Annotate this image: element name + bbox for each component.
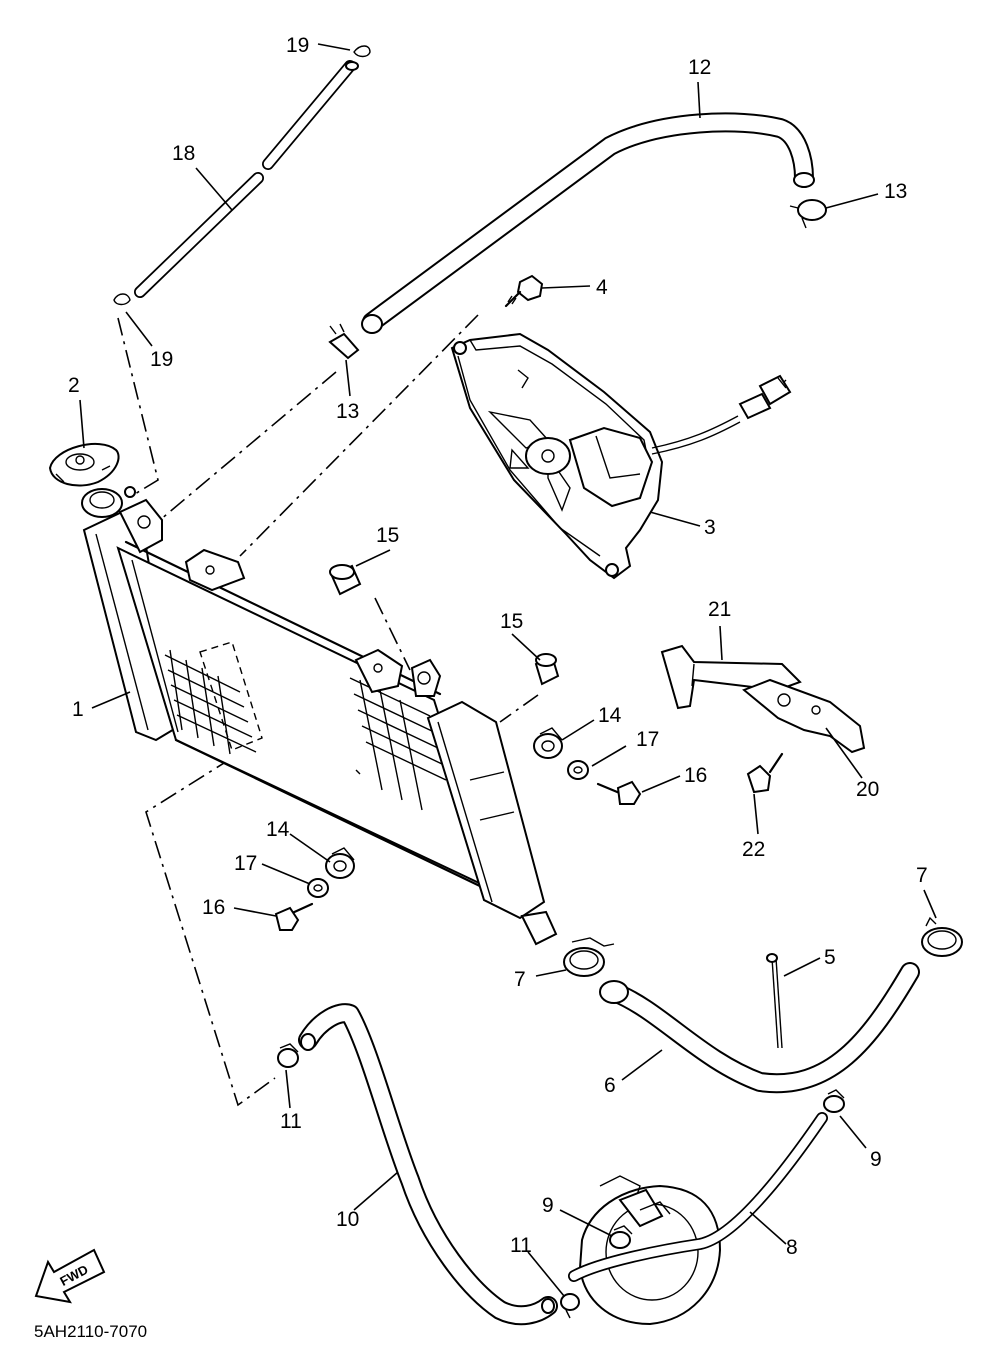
bolt-22 (746, 752, 784, 794)
callout-1: 1 (72, 698, 84, 721)
callout-17-right: 17 (636, 728, 659, 751)
callout-11-lower: 11 (510, 1234, 532, 1257)
clamp-9-upper (823, 1089, 845, 1113)
callout-19-lower: 19 (150, 348, 173, 371)
clamp-9-lower (609, 1225, 633, 1249)
clamp-11-upper (277, 1043, 299, 1068)
callout-7-right: 7 (916, 864, 928, 887)
callout-15-right: 15 (500, 610, 523, 633)
fwd-arrow: FWD (34, 1248, 106, 1304)
callout-9-lower: 9 (542, 1194, 554, 1217)
radiator-cap (48, 442, 120, 487)
hose-10 (298, 1003, 558, 1326)
clamp-13-upper (789, 199, 827, 229)
callout-12: 12 (688, 56, 711, 79)
grommet-15-left (329, 564, 362, 596)
bolt-16-left (274, 902, 314, 931)
damper-14-left (325, 847, 355, 879)
callout-7-left: 7 (514, 968, 526, 991)
callout-labels: 19 18 19 12 13 4 13 2 3 15 15 1 21 14 17… (68, 34, 928, 1259)
callout-16-right: 16 (684, 764, 707, 787)
clamp-13-lower (328, 323, 360, 360)
grommet-15-right (534, 653, 560, 686)
assembly-guide-lines (117, 314, 539, 1107)
callout-18: 18 (172, 142, 195, 165)
callout-5: 5 (824, 946, 836, 969)
callout-14-left: 14 (266, 818, 290, 841)
callout-13-lower: 13 (336, 400, 359, 423)
cable-tie-5 (766, 953, 783, 1049)
leader-lines (79, 43, 937, 1297)
bolt-4 (504, 274, 544, 308)
clamp-7-right (921, 916, 963, 957)
callout-14-right: 14 (598, 704, 622, 727)
callout-6: 6 (604, 1074, 616, 1097)
callout-19-top: 19 (286, 34, 309, 57)
clamp-11-lower (560, 1293, 580, 1319)
hose-18 (134, 60, 359, 298)
bolt-16-right (596, 780, 642, 805)
callout-11-upper: 11 (280, 1110, 302, 1133)
callout-10: 10 (336, 1208, 359, 1231)
drawing-code: 5AH2110-7070 (34, 1322, 148, 1341)
callout-8: 8 (786, 1236, 798, 1259)
cooling-fan-assembly (450, 332, 792, 580)
callout-22: 22 (742, 838, 765, 861)
callout-13-upper: 13 (884, 180, 907, 203)
callout-2: 2 (68, 374, 80, 397)
radiator-fins-left (164, 649, 257, 755)
washer-17-right (567, 760, 589, 780)
radiator-fins-right (349, 677, 447, 811)
callout-16-left: 16 (202, 896, 225, 919)
hose-6 (599, 962, 920, 1094)
radiator (81, 486, 558, 946)
callout-21: 21 (708, 598, 731, 621)
callout-15-left: 15 (376, 524, 399, 547)
callout-3: 3 (704, 516, 716, 539)
clip-19-top (353, 45, 371, 58)
callout-17-left: 17 (234, 852, 257, 875)
clip-19-lower (113, 293, 131, 306)
callout-20: 20 (856, 778, 879, 801)
callout-9-upper: 9 (870, 1148, 882, 1171)
callout-4: 4 (596, 276, 608, 299)
damper-14-right (533, 727, 563, 759)
clamp-7-left (563, 937, 615, 977)
bracket-20 (742, 678, 866, 754)
hose-12 (361, 112, 815, 334)
hose-8 (568, 1112, 828, 1282)
washer-17-left (307, 878, 329, 898)
